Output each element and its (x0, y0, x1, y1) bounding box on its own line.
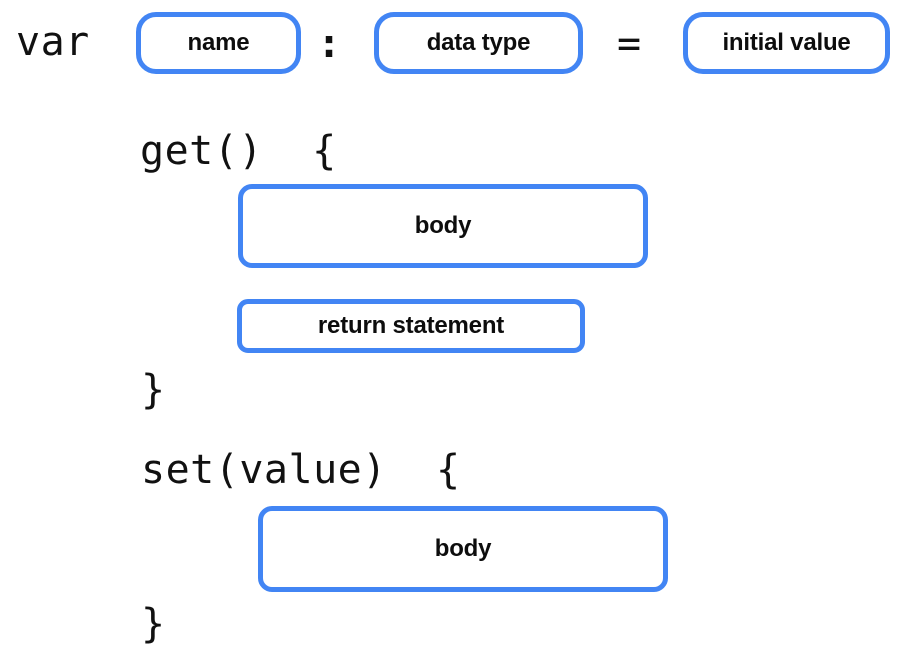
slot-data-type[interactable]: data type (374, 12, 583, 74)
slot-setter-body-label: body (434, 535, 492, 562)
var-keyword: var (16, 19, 90, 65)
slot-setter-body[interactable]: body (258, 506, 668, 592)
equals-operator: = (617, 21, 642, 67)
setter-closing-brace: } (141, 601, 166, 647)
slot-getter-body-label: body (414, 212, 472, 239)
slot-initial-value[interactable]: initial value (683, 12, 890, 74)
slot-initial-value-label: initial value (722, 29, 851, 56)
slot-name[interactable]: name (136, 12, 301, 74)
getter-closing-brace: } (141, 367, 166, 413)
slot-return-statement[interactable]: return statement (237, 299, 585, 353)
setter-header: set(value) { (141, 447, 461, 493)
slot-name-label: name (187, 29, 250, 56)
slot-getter-body[interactable]: body (238, 184, 648, 268)
colon-operator: : (317, 21, 342, 67)
slot-data-type-label: data type (426, 29, 531, 56)
slot-return-statement-label: return statement (317, 312, 505, 339)
getter-header: get() { (140, 128, 337, 174)
